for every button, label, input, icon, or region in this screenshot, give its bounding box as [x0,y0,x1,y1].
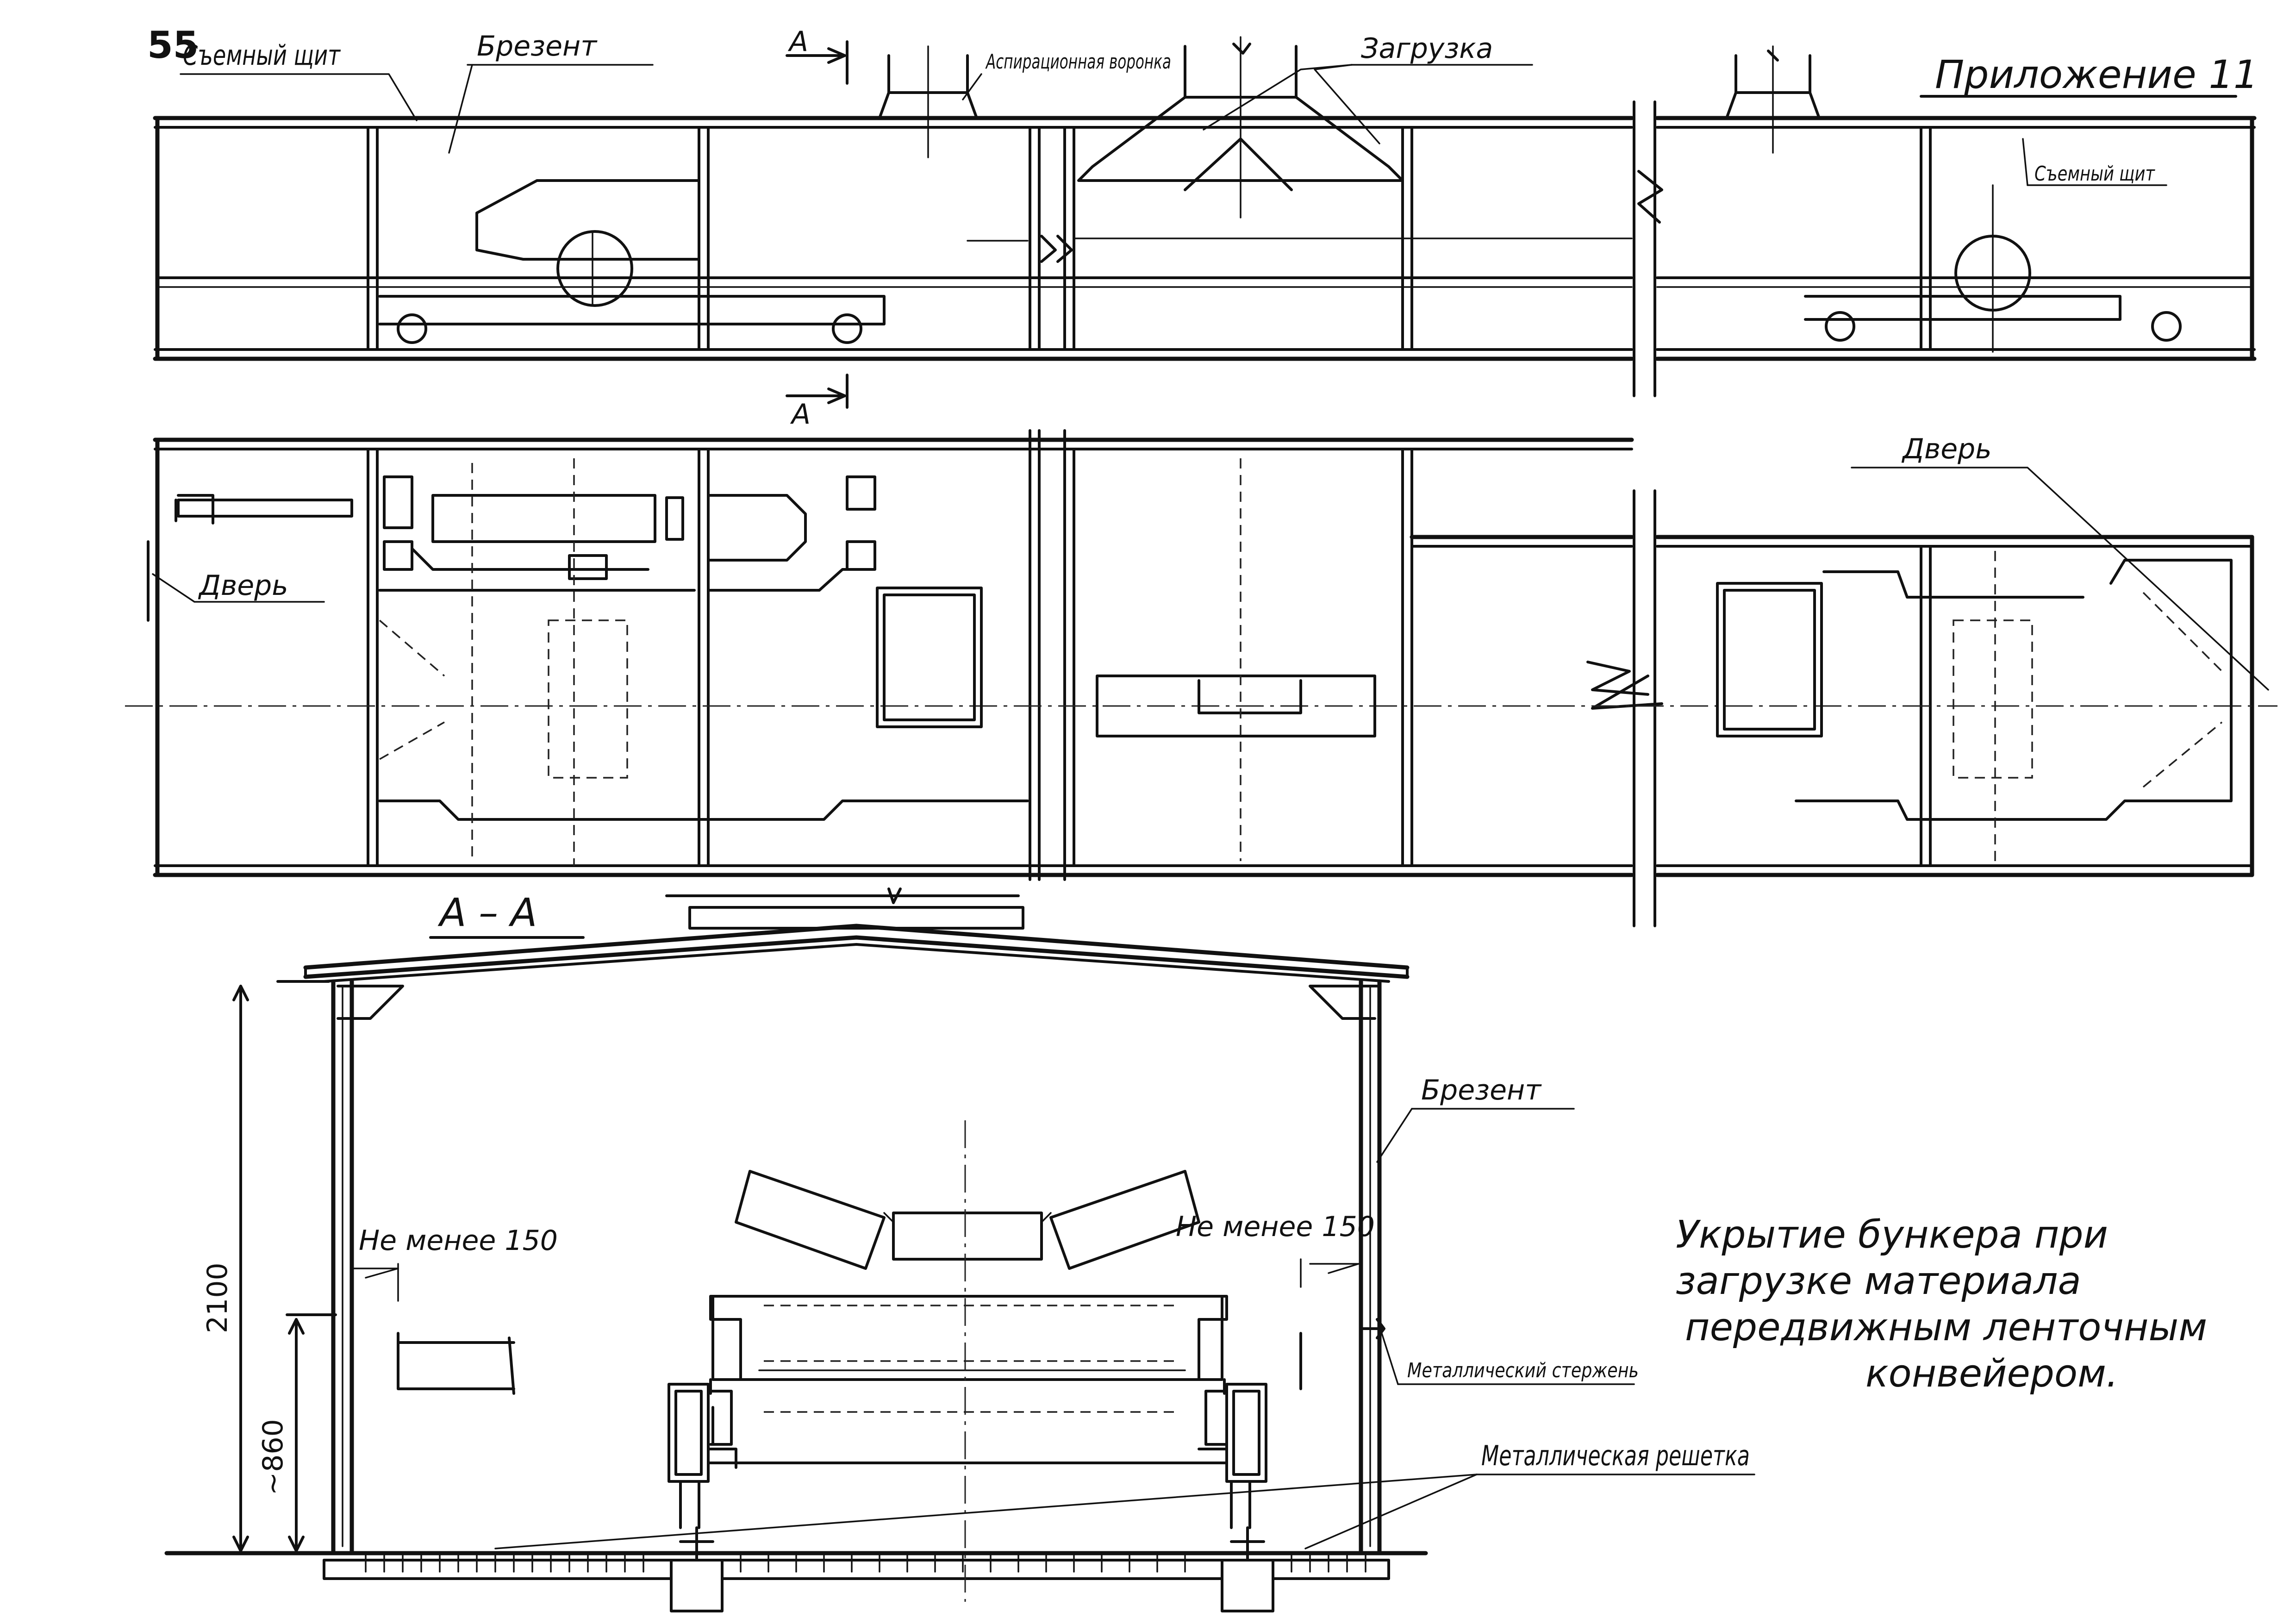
top-elevation-view [153,36,2257,409]
label-removable-shield-right: Съемный щит [2034,162,2155,186]
section-mark-bottom: А [790,398,811,431]
section-label: А – А [437,890,537,935]
dimension-height-total: 2100 [201,1262,234,1333]
label-metal-grating: Металлическая решетка [1481,1440,1750,1472]
section-mark-top: А [787,25,808,58]
label-door-left: Дверь [198,569,288,602]
label-loading: Загрузка [1361,32,1493,65]
label-metal-rod-line1: Металлический стержень [1407,1359,1639,1382]
label-tarpaulin-top: Брезент [477,30,598,62]
plan-view [125,429,2277,927]
label-aspiration-funnel: Аспирационная воронка [985,50,1171,74]
label-clearance-left: Не менее 150 [359,1224,558,1257]
page-number: 55 [147,24,199,67]
label-door-right: Дверь [1901,433,1992,465]
label-clearance-right: Не менее 150 [1176,1211,1375,1243]
caption-line-4: конвейером. [1866,1352,2118,1396]
dimension-height-rail: ~860 [257,1419,289,1495]
appendix-label: Приложение 11 [1935,52,2258,97]
caption-line-3: передвижным ленточным [1685,1305,2207,1349]
caption-line-1: Укрытие бункера при [1676,1213,2108,1257]
caption-line-2: загрузке материала [1676,1259,2081,1303]
label-removable-shield-left: Съемный щит [183,39,341,72]
drawing-caption: Укрытие бункера при загрузке материала п… [1676,1213,2207,1396]
section-aa-view [164,887,1428,1612]
label-tarpaulin-section: Брезент [1421,1074,1542,1106]
